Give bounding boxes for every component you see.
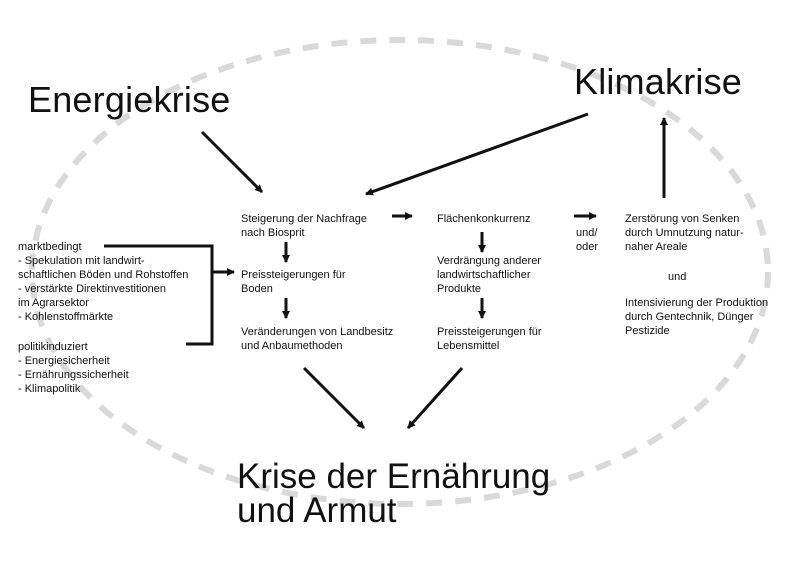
policy-induced-heading: politikinduziert — [18, 341, 88, 353]
list-item: - Spekulation mit landwirt- schaftlichen… — [18, 255, 189, 281]
market-driven-heading: marktbedingt — [18, 241, 82, 253]
crop-displacement-box: Verdrängung anderer landwirtschaftlicher… — [437, 255, 541, 295]
and-or-label: und/ oder — [576, 227, 599, 253]
land-ownership-change-box: Veränderungen von Landbesitz und Anbaume… — [241, 326, 394, 352]
dashed-ellipse — [29, 37, 771, 507]
production-intensification-box: Intensivierung der Produktion durch Gent… — [625, 297, 769, 337]
land-competition-box: Flächenkonkurrenz — [437, 213, 531, 225]
list-item: - Klimapolitik — [18, 383, 81, 395]
arrow-climate-to-demand — [365, 112, 589, 196]
food-price-increase-box: Preissteigerungen für Lebensmittel — [437, 326, 542, 352]
demand-biofuel-box: Steigerung der Nachfrage nach Biosprit — [241, 213, 367, 239]
energy-crisis-title: Energiekrise — [28, 79, 231, 120]
list-item: - verstärkte Direktinvestitionen im Agra… — [18, 283, 166, 309]
land-price-increase-box: Preissteigerungen für Boden — [241, 269, 346, 295]
arrow-land-to-result — [302, 366, 366, 430]
climate-crisis-title: Klimakrise — [574, 61, 743, 102]
sink-destruction-box: Zerstörung von Senken durch Umnutzung na… — [625, 213, 744, 253]
list-item: - Kohlenstoffmärkte — [18, 311, 114, 323]
list-item: - Energiesicherheit — [18, 355, 110, 367]
market-driven-list: marktbedingt - Spekulation mit landwirt-… — [18, 240, 188, 324]
list-item: - Ernährungssicherheit — [18, 369, 129, 381]
food-poverty-crisis-title: Krise der Ernährung und Armut — [237, 457, 551, 530]
arrow-food-to-result — [406, 366, 464, 430]
and-label: und — [668, 271, 687, 283]
bracket-lines — [104, 244, 214, 346]
policy-induced-list: politikinduziert - Energiesicherheit - E… — [18, 340, 129, 396]
arrow-energy-to-demand — [200, 130, 264, 194]
